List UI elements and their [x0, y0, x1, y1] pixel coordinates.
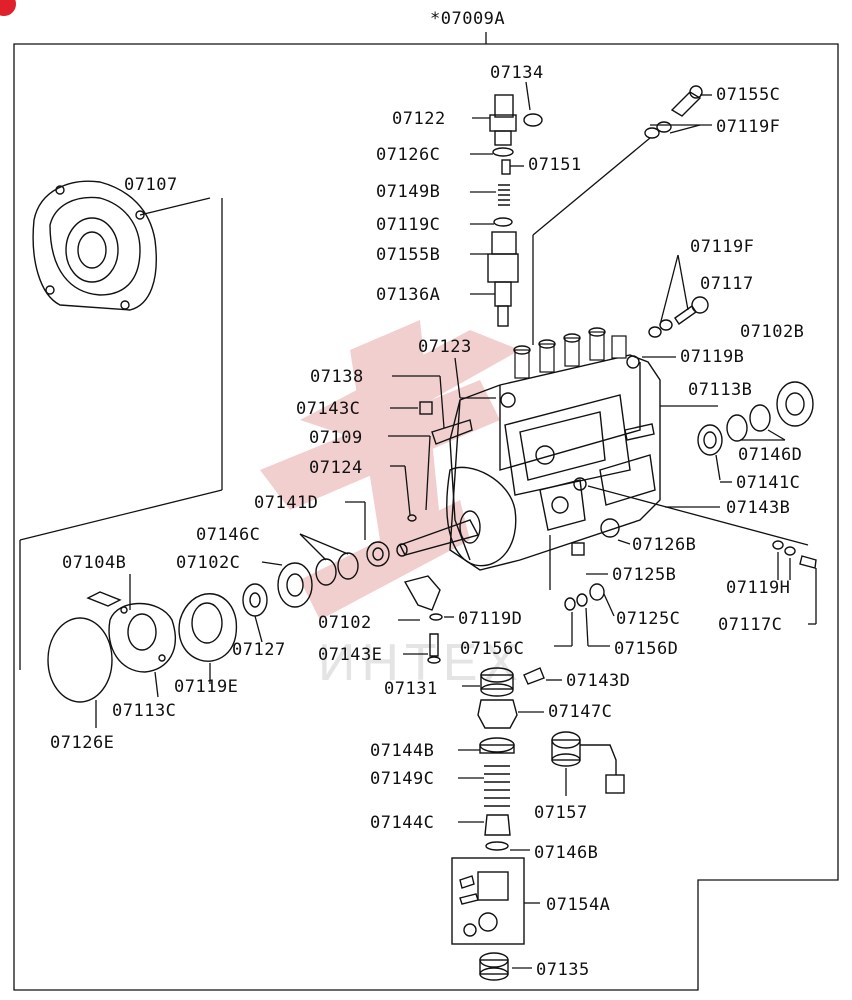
label-07144B: 07144B	[370, 741, 434, 761]
label-07131: 07131	[384, 679, 438, 699]
label-07143E: 07143E	[318, 645, 382, 665]
label-07149C: 07149C	[370, 769, 434, 789]
label-07151: 07151	[528, 155, 582, 175]
gear-housing	[32, 180, 157, 311]
label-07141D: 07141D	[254, 493, 318, 513]
label-07123: 07123	[418, 337, 472, 357]
label-07119H: 07119H	[726, 578, 790, 598]
label-07125B: 07125B	[612, 565, 676, 585]
label-07113B: 07113B	[688, 380, 752, 400]
label-07146D: 07146D	[738, 445, 802, 465]
label-07104B: 07104B	[62, 553, 126, 573]
label-07138: 07138	[310, 367, 364, 387]
label-07119C: 07119C	[376, 215, 440, 235]
frame-outline	[13, 43, 839, 991]
label-07102B: 07102B	[740, 322, 804, 342]
label-07119B: 07119B	[680, 347, 744, 367]
kit-box-07154A	[451, 857, 525, 945]
label-07134: 07134	[490, 63, 544, 83]
label-07147C: 07147C	[548, 702, 612, 722]
label-07126E: 07126E	[50, 733, 114, 753]
label-07149B: 07149B	[376, 182, 440, 202]
label-07119E: 07119E	[174, 677, 238, 697]
label-07144C: 07144C	[370, 813, 434, 833]
label-07113C: 07113C	[112, 701, 176, 721]
delivery-valve-holder	[487, 94, 543, 327]
end-cover	[108, 602, 176, 673]
watermark-text: ИНТЕХ	[318, 634, 524, 692]
gasket-07126E	[47, 617, 113, 703]
label-07107: 07107	[124, 175, 178, 195]
label-07146C: 07146C	[196, 525, 260, 545]
watermark: ИНТЕХ	[260, 320, 524, 692]
label-07109: 07109	[309, 428, 363, 448]
label-07102: 07102	[318, 613, 372, 633]
label-07135: 07135	[536, 960, 590, 980]
label-07117C: 07117C	[718, 615, 782, 635]
label-07155B: 07155B	[376, 245, 440, 265]
pump-body	[396, 327, 661, 571]
corner-badge	[0, 0, 16, 16]
label-07156C: 07156C	[460, 639, 524, 659]
label-07117: 07117	[700, 274, 754, 294]
governor-housing	[477, 667, 518, 851]
label-07146B: 07146B	[534, 843, 598, 863]
label-07126C: 07126C	[376, 145, 440, 165]
banjo-bolt	[670, 85, 703, 117]
label-07157: 07157	[534, 803, 588, 823]
label-07154A: 07154A	[546, 895, 610, 915]
label-07124: 07124	[309, 458, 363, 478]
sensor-07157	[551, 731, 625, 794]
label-07155C: 07155C	[716, 85, 780, 105]
label-07143B: 07143B	[726, 498, 790, 518]
assembly-label: *07009A	[430, 9, 505, 29]
label-07119F-top: 07119F	[716, 117, 780, 137]
label-07136A: 07136A	[376, 285, 440, 305]
label-07143C: 07143C	[296, 399, 360, 419]
label-07143D: 07143D	[566, 671, 630, 691]
label-07156D: 07156D	[614, 639, 678, 659]
label-07102C: 07102C	[176, 553, 240, 573]
delivery-outlets	[513, 327, 627, 379]
label-07119D: 07119D	[458, 609, 522, 629]
label-07122: 07122	[392, 109, 446, 129]
label-07119F-mid: 07119F	[690, 237, 754, 257]
label-07125C: 07125C	[616, 609, 680, 629]
label-07127: 07127	[232, 640, 286, 660]
label-07141C: 07141C	[736, 473, 800, 493]
label-07126B: 07126B	[632, 535, 696, 555]
